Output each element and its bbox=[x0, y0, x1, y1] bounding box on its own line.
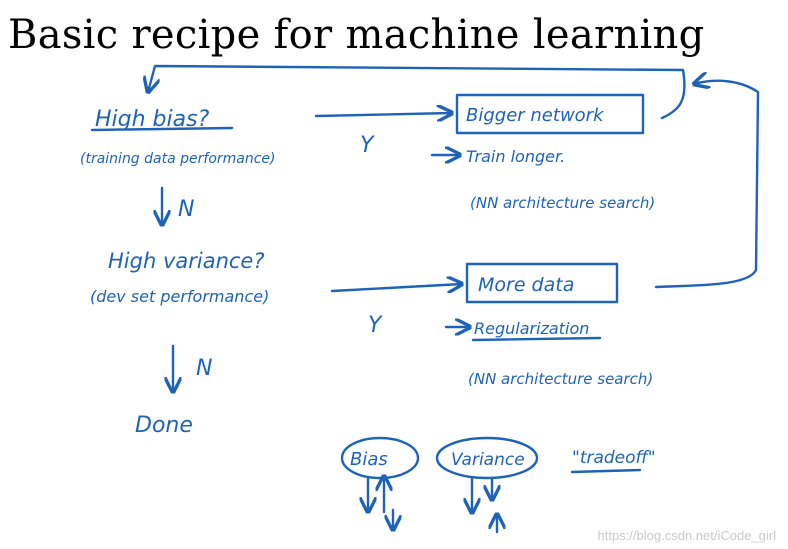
yes-arrow-2 bbox=[330, 284, 462, 291]
bias-label: Bias bbox=[350, 449, 388, 470]
page-title: Basic recipe for machine learning bbox=[8, 12, 705, 58]
variance-ellipse bbox=[435, 436, 539, 480]
more-data-label: More data bbox=[478, 274, 574, 296]
high-variance-label: High variance? bbox=[108, 249, 265, 273]
yes-arrow-1 bbox=[314, 113, 452, 116]
tradeoff-label: "tradeoff" bbox=[572, 448, 656, 468]
high-bias-note: (training data performance) bbox=[80, 151, 276, 167]
high-bias-underline bbox=[90, 126, 234, 132]
loop-arrow-variance bbox=[654, 81, 760, 289]
bigger-network-box bbox=[455, 93, 645, 135]
high-variance-note: (dev set performance) bbox=[90, 287, 269, 306]
yes-label-1: Y bbox=[360, 133, 375, 158]
no-label-1: N bbox=[178, 197, 194, 222]
nn-search-1: (NN architecture search) bbox=[470, 194, 655, 212]
more-data-box bbox=[465, 262, 619, 304]
no-label-2: N bbox=[196, 356, 212, 381]
regularization-underline bbox=[471, 336, 602, 342]
bigger-network-label: Bigger network bbox=[466, 105, 605, 126]
train-longer-label: Train longer. bbox=[466, 147, 565, 166]
tradeoff-underline bbox=[570, 468, 642, 474]
yes-label-2: Y bbox=[368, 313, 383, 338]
variance-label: Variance bbox=[451, 450, 525, 470]
loop-arrow-bias bbox=[148, 64, 686, 120]
regularization-label: Regularization bbox=[474, 319, 589, 338]
done-label: Done bbox=[135, 413, 193, 438]
nn-search-2: (NN architecture search) bbox=[468, 370, 653, 388]
watermark: https://blog.csdn.net/iCode_girl bbox=[597, 528, 777, 543]
